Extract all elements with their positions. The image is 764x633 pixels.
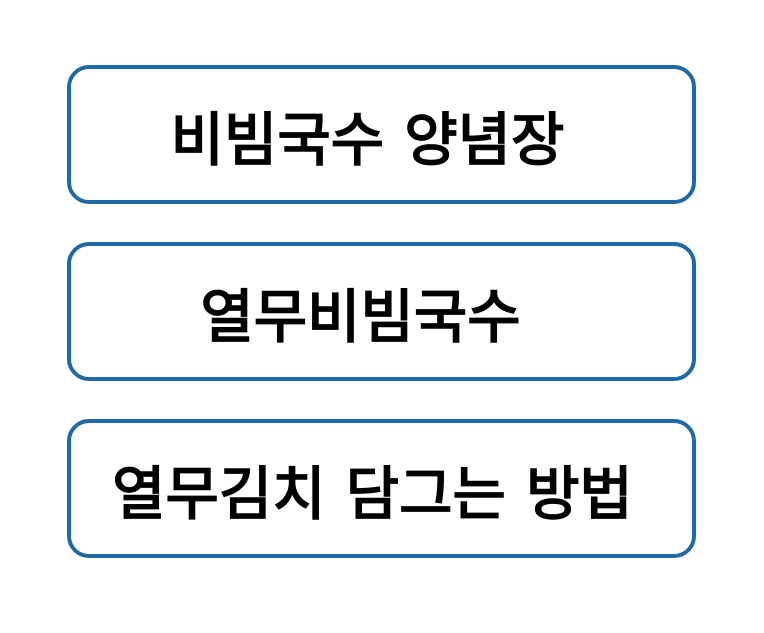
recipe-card-yeolmu-kimchi-method[interactable]: 열무김치 담그는 방법 — [67, 419, 696, 558]
card-label: 열무김치 담그는 방법 — [112, 459, 633, 528]
recipe-card-yeolmu-bibim-guksu[interactable]: 열무비빔국수 — [67, 242, 696, 381]
card-label: 열무비빔국수 — [200, 282, 521, 351]
recipe-card-bibim-guksu-sauce[interactable]: 비빔국수 양념장 — [67, 65, 696, 204]
card-label: 비빔국수 양념장 — [170, 105, 565, 174]
